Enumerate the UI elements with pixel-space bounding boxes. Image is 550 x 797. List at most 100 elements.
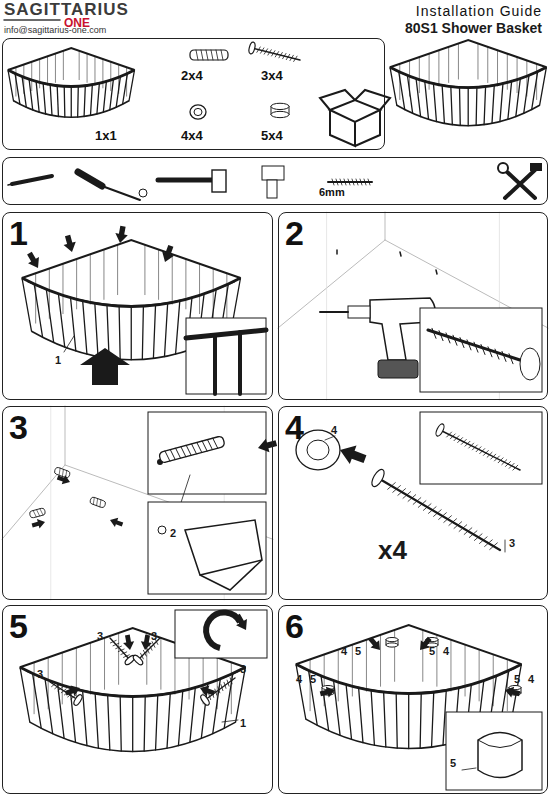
stroke [480, 449, 485, 454]
callout-number: 5 [310, 673, 316, 685]
stroke [454, 522, 462, 529]
part-quantity: 3x4 [261, 69, 283, 83]
stroke [278, 240, 385, 328]
stroke [449, 519, 457, 526]
stroke [296, 664, 306, 719]
step-panel: 6 [278, 605, 548, 794]
stroke [517, 57, 518, 93]
stroke [439, 513, 447, 520]
washer [296, 430, 340, 470]
stroke [320, 311, 348, 313]
stroke [488, 347, 492, 357]
direction-arrow [368, 637, 380, 650]
stroke [64, 336, 74, 352]
stroke [222, 720, 238, 722]
stroke [58, 687, 63, 691]
cover-cap [271, 103, 289, 117]
callout-number: 2 [170, 527, 176, 539]
direction-arrow [258, 439, 277, 453]
stroke [176, 301, 180, 354]
detail-inset [175, 610, 267, 658]
stroke [201, 50, 203, 60]
stroke [334, 681, 341, 736]
stroke [227, 680, 229, 686]
stroke [211, 50, 213, 60]
stroke [360, 179, 362, 185]
stroke [325, 436, 335, 440]
stroke [439, 331, 443, 341]
stroke [58, 468, 62, 475]
stroke [403, 492, 411, 499]
stroke [83, 691, 87, 746]
stroke [425, 81, 429, 119]
stroke [434, 510, 442, 517]
stroke [165, 303, 168, 356]
direction-arrow [141, 635, 152, 650]
direction-arrow [27, 252, 39, 268]
stroke [149, 645, 152, 651]
stroke [352, 645, 353, 696]
stroke [399, 71, 405, 109]
stroke [413, 498, 421, 505]
stroke [119, 306, 120, 359]
stroke [91, 85, 93, 116]
direction-arrow [320, 687, 335, 698]
stroke [218, 687, 220, 693]
stroke [419, 57, 420, 93]
stroke [474, 534, 482, 541]
screw [248, 42, 300, 62]
stroke [453, 335, 457, 345]
stroke [283, 53, 286, 58]
stroke [15, 73, 20, 104]
stroke [516, 79, 521, 117]
stroke [359, 688, 363, 743]
stroke [206, 50, 208, 60]
step-number: 3 [9, 409, 28, 446]
stroke [506, 462, 511, 467]
wall-plug [190, 50, 228, 60]
stroke [165, 450, 170, 461]
shower-basket [8, 48, 135, 117]
callout-number: 4 [296, 673, 302, 685]
step-panel: 4 [278, 406, 548, 600]
stroke [450, 434, 455, 439]
stroke [364, 179, 366, 185]
stroke [408, 694, 409, 749]
stroke [422, 630, 423, 681]
stroke [213, 438, 218, 449]
stroke [8, 70, 14, 101]
stroke [141, 653, 144, 659]
washer [190, 105, 206, 119]
stroke [498, 458, 503, 463]
stroke [474, 342, 478, 352]
tools-panel: 6mm [2, 157, 548, 205]
power-drill [320, 298, 435, 378]
stroke [78, 172, 102, 186]
stroke [459, 87, 461, 125]
stroke [438, 50, 439, 86]
step-number: 4 [285, 409, 304, 446]
stroke [257, 47, 260, 52]
stroke [356, 179, 358, 185]
stroke [123, 73, 128, 104]
callout-number: 3 [509, 537, 515, 549]
stroke [84, 86, 85, 117]
stroke [450, 640, 451, 691]
callout-number: 3 [240, 663, 246, 675]
stroke [380, 635, 381, 686]
stroke [469, 531, 477, 538]
stroke [416, 79, 421, 117]
stroke [408, 495, 416, 502]
stroke [4, 19, 60, 21]
detail-inset [420, 412, 542, 484]
product-name: 80S1 Shower Basket [405, 21, 542, 36]
stroke [129, 70, 135, 101]
stroke [90, 643, 91, 694]
stroke [428, 507, 436, 514]
stroke [465, 645, 466, 696]
stroke [268, 50, 271, 55]
stroke [103, 81, 106, 112]
drill-marks [337, 250, 437, 274]
stroke [213, 336, 217, 394]
stroke [95, 303, 98, 356]
